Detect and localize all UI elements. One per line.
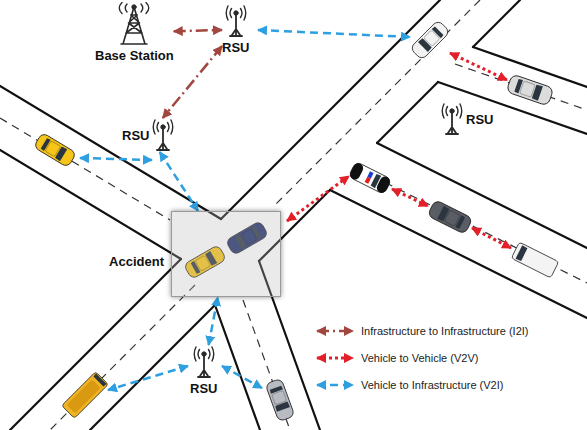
antenna-symbol xyxy=(440,102,464,136)
road-edge xyxy=(473,0,520,47)
legend-label: Vehicle to Vehicle (V2V) xyxy=(361,352,478,364)
white-car xyxy=(410,20,450,60)
node-label: RSU xyxy=(466,112,493,127)
suv xyxy=(427,200,473,235)
v2i-link xyxy=(258,30,410,37)
legend-sample xyxy=(315,379,355,391)
road-edge xyxy=(377,143,587,248)
road-edge xyxy=(221,0,440,219)
node-label: RSU xyxy=(222,40,249,55)
road-edge xyxy=(330,190,587,318)
antenna-mast xyxy=(446,113,458,134)
signal-waves xyxy=(120,3,150,14)
antenna-mast xyxy=(230,15,242,36)
rsu-node: RSU xyxy=(222,4,249,55)
rsu-node: RSU xyxy=(440,102,493,136)
legend-line-sample xyxy=(317,383,353,386)
luxury-car xyxy=(506,74,554,106)
v2v-link xyxy=(472,228,511,248)
node-label: RSU xyxy=(190,381,217,396)
antenna-icon xyxy=(226,6,246,36)
antenna-head xyxy=(161,125,165,129)
legend-sample xyxy=(315,352,355,364)
rsu-node: RSU xyxy=(122,118,175,152)
lane-divider xyxy=(275,0,480,205)
legend-label: Vehicle to Infrastructure (V2I) xyxy=(361,379,503,391)
road-edge xyxy=(0,86,221,219)
white-van xyxy=(511,242,558,278)
tower-tip xyxy=(132,5,136,9)
tower-lattice xyxy=(121,7,147,44)
node-label: Base Station xyxy=(95,48,174,63)
node-label: RSU xyxy=(122,128,149,143)
signal-waves xyxy=(226,6,246,20)
antenna-mast xyxy=(198,356,210,377)
lane-divider xyxy=(360,170,587,283)
legend-sample xyxy=(315,325,355,337)
antenna-mast xyxy=(157,129,169,150)
road-edge xyxy=(90,305,215,430)
legend-row: Vehicle to Vehicle (V2V) xyxy=(315,344,529,371)
v2i-connector xyxy=(209,297,218,345)
rsu-node: RSU xyxy=(190,345,217,396)
bus xyxy=(62,372,109,419)
i2i-connector xyxy=(174,30,222,31)
legend-label: Infrastructure to Infrastructure (I2I) xyxy=(361,325,529,337)
v2v-link xyxy=(287,176,349,221)
signal-waves xyxy=(154,120,174,134)
legend-line-sample xyxy=(317,329,353,332)
v2v-link xyxy=(392,189,428,206)
legend-row: Vehicle to Infrastructure (V2I) xyxy=(315,371,529,398)
v2i-connector xyxy=(160,152,198,211)
incident-box: Accident xyxy=(171,211,281,297)
v2i-link xyxy=(108,366,188,390)
antenna-head xyxy=(450,109,454,113)
lane-divider xyxy=(455,64,587,110)
tower-icon xyxy=(120,3,150,45)
legend-line-sample xyxy=(317,356,353,359)
signal-waves xyxy=(442,104,462,118)
antenna-icon xyxy=(442,104,462,134)
antenna-symbol xyxy=(192,345,216,379)
signal-waves xyxy=(194,347,214,361)
tower-symbol xyxy=(114,2,154,46)
v2i-link xyxy=(222,366,262,388)
road-edge xyxy=(377,82,438,143)
antenna-icon xyxy=(154,120,174,150)
node-label: Accident xyxy=(109,254,164,269)
road-edge xyxy=(215,305,260,430)
silver-car xyxy=(265,378,295,421)
road-edge xyxy=(0,150,181,259)
police-car xyxy=(348,161,391,194)
v2v-link xyxy=(450,53,507,80)
antenna-head xyxy=(202,352,206,356)
legend-row: Infrastructure to Infrastructure (I2I) xyxy=(315,317,529,344)
base-station-node: Base Station xyxy=(95,2,174,63)
lane-divider xyxy=(50,285,195,430)
v2i-link xyxy=(80,158,152,160)
legend: Infrastructure to Infrastructure (I2I) Ve… xyxy=(315,317,529,398)
antenna-head xyxy=(234,11,238,15)
road-edge xyxy=(10,259,181,430)
antenna-icon xyxy=(194,347,214,377)
lane-divider xyxy=(0,118,170,220)
antenna-symbol xyxy=(151,118,175,152)
antenna-symbol xyxy=(224,4,248,38)
yellow-car xyxy=(33,132,76,167)
